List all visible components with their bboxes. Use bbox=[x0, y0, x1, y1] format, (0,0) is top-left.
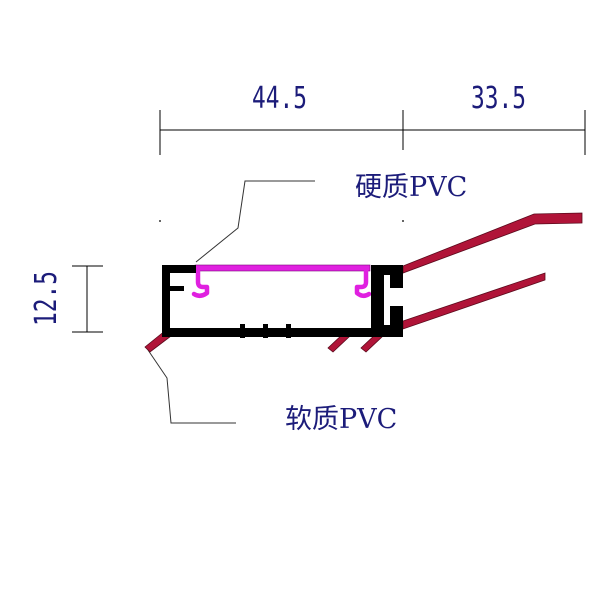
frame-tooth-2 bbox=[263, 324, 268, 338]
frame-tooth-1 bbox=[240, 324, 245, 338]
frame-left-wall bbox=[162, 265, 170, 337]
frame-right-notch-inner bbox=[384, 275, 390, 325]
soft-pvc-leader bbox=[147, 349, 236, 424]
frame-inner-left-step bbox=[170, 286, 184, 291]
dimension-33-5: 33.5 bbox=[471, 81, 526, 116]
soft-pvc-upper-fin bbox=[402, 212, 583, 274]
top-dimension: 44.5 33.5 bbox=[159, 81, 586, 155]
soft-pvc-label: 软质PVC bbox=[285, 404, 397, 435]
frame-top-left-tab bbox=[162, 265, 196, 273]
frame-bottom-plate bbox=[162, 328, 402, 337]
hard-pvc-label: 硬质PVC bbox=[355, 172, 467, 203]
frame-right-notch-slot bbox=[390, 288, 403, 306]
frame-tooth-3 bbox=[286, 324, 291, 338]
dimension-12-5: 12.5 bbox=[29, 271, 64, 326]
height-dimension: 12.5 bbox=[29, 265, 103, 333]
marker-dot-right bbox=[402, 220, 404, 222]
dimension-44-5: 44.5 bbox=[252, 81, 307, 116]
hard-pvc-leader bbox=[195, 180, 315, 263]
hard-pvc-right-hook bbox=[354, 268, 372, 298]
marker-dot-left bbox=[159, 220, 161, 222]
hard-pvc-callout: 硬质PVC bbox=[195, 172, 467, 263]
hard-pvc-insert bbox=[191, 264, 372, 298]
hard-pvc-left-hook bbox=[191, 268, 210, 298]
soft-pvc-lower-fin bbox=[402, 272, 546, 330]
hard-pvc-top-bar bbox=[194, 264, 371, 272]
soft-pvc-callout: 软质PVC bbox=[147, 349, 397, 435]
